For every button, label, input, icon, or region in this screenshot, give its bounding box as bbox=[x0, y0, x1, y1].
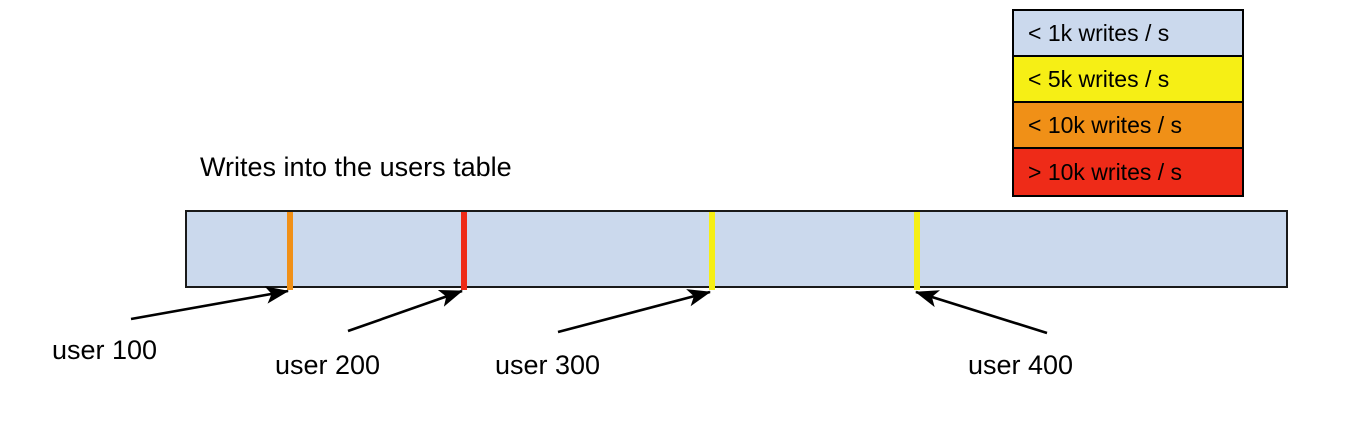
stripe-user-300 bbox=[709, 212, 715, 290]
stripe-user-100 bbox=[287, 212, 293, 290]
label-user-300: user 300 bbox=[495, 350, 601, 380]
chart-title: Writes into the users table bbox=[200, 152, 512, 182]
legend-label-under-5k: < 5k writes / s bbox=[1028, 65, 1170, 92]
label-user-100: user 100 bbox=[52, 335, 158, 365]
arrow-user-400 bbox=[915, 290, 1048, 335]
legend-label-under-1k: < 1k writes / s bbox=[1028, 19, 1170, 46]
legend-label-under-10k: < 10k writes / s bbox=[1028, 111, 1183, 138]
stripe-user-200 bbox=[461, 212, 467, 290]
legend-row-over-10k: > 10k writes / s bbox=[1014, 149, 1242, 195]
legend-label-over-10k: > 10k writes / s bbox=[1028, 158, 1183, 185]
legend-row-under-1k: < 1k writes / s bbox=[1014, 11, 1242, 57]
arrow-user-200 bbox=[347, 289, 463, 333]
write-rate-legend: < 1k writes / s < 5k writes / s < 10k wr… bbox=[1012, 9, 1244, 197]
legend-row-under-5k: < 5k writes / s bbox=[1014, 57, 1242, 103]
users-table-bar bbox=[185, 210, 1288, 290]
arrow-user-100 bbox=[130, 286, 290, 321]
stripe-user-400 bbox=[914, 212, 920, 290]
label-user-200: user 200 bbox=[275, 350, 381, 380]
legend-row-under-10k: < 10k writes / s bbox=[1014, 103, 1242, 149]
label-user-400: user 400 bbox=[968, 350, 1074, 380]
arrow-user-300 bbox=[557, 289, 712, 334]
